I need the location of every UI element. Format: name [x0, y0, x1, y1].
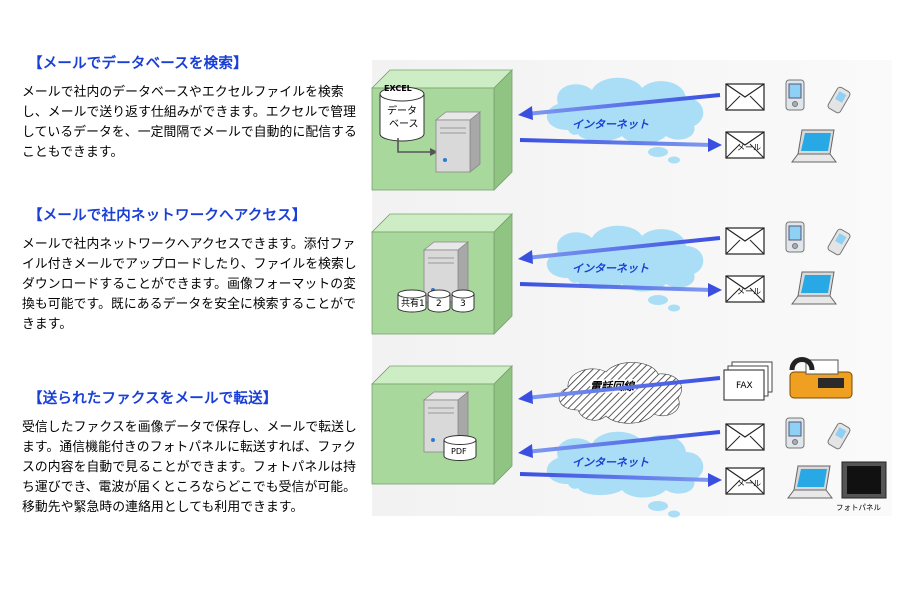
pda-icon — [785, 417, 805, 449]
outgoing-arrow — [519, 282, 713, 292]
arrowhead — [518, 444, 533, 458]
internet-label: インターネット — [572, 262, 649, 275]
excel-label: EXCEL — [384, 84, 412, 93]
disk-label: 3 — [460, 299, 466, 309]
arrowhead — [708, 138, 722, 152]
disk-label: 共有1 — [401, 297, 425, 309]
photo-panel-label: フォトパネル — [836, 503, 881, 512]
disk-label: 2 — [436, 299, 442, 309]
fax-document-icon: FAX — [723, 361, 773, 401]
mail-envelope-icon — [725, 227, 765, 255]
database-icon: EXCEL データ ベース — [379, 84, 425, 142]
phone-line-cloud — [558, 362, 682, 424]
connector-line — [397, 138, 430, 153]
pdf-label: PDF — [451, 447, 467, 456]
fax-label: FAX — [736, 381, 753, 391]
incoming-arrow — [525, 236, 721, 260]
arrowhead — [708, 473, 722, 487]
internet-label: インターネット — [572, 456, 649, 469]
mail-label: メール — [737, 287, 761, 296]
mail-envelope-icon — [725, 83, 765, 111]
internet-label: インターネット — [572, 118, 649, 131]
section-heading: 【メールでデータベースを検索】 — [28, 56, 248, 72]
section-body: メールで社内ネットワークへアクセスできます。添付ファイル付きメールでアップロード… — [22, 237, 357, 332]
incoming-arrow — [525, 430, 721, 454]
incoming-arrow — [525, 93, 721, 116]
outgoing-arrow — [519, 138, 713, 147]
section-database-search: 【メールでデータベースを検索】 メールで社内のデータベースやエクセルファイルを検… — [22, 52, 367, 163]
mail-label: メール — [737, 479, 761, 488]
arrowhead — [518, 250, 533, 264]
pda-icon — [785, 221, 805, 253]
section-body: メールで社内のデータベースやエクセルファイルを検索し、メールで送り返す仕組みがで… — [22, 85, 357, 160]
mail-label: メール — [737, 143, 761, 152]
outgoing-arrow — [519, 472, 713, 482]
section-body: 受信したファクスを画像データで保存し、メールで転送します。通信機能付きのフォトパ… — [22, 420, 357, 515]
section-heading: 【送られたファクスをメールで転送】 — [28, 391, 278, 407]
arrowhead — [708, 283, 722, 297]
pda-icon — [785, 79, 805, 111]
database-label: ベース — [389, 118, 419, 130]
section-network-access: 【メールで社内ネットワークへアクセス】 メールで社内ネットワークへアクセスできま… — [22, 204, 367, 335]
shared-disk-icons: 共有1 2 3 — [397, 289, 475, 313]
section-fax-forward: 【送られたファクスをメールで転送】 受信したファクスを画像データで保存し、メール… — [22, 387, 367, 518]
fax-machine-icon — [789, 357, 853, 399]
pdf-disk-icon: PDF — [443, 435, 477, 461]
arrowhead — [518, 390, 533, 404]
incoming-arrow — [525, 376, 721, 400]
mail-envelope-icon — [725, 423, 765, 451]
photo-panel-icon — [841, 461, 887, 499]
connector-arrowhead — [430, 148, 438, 156]
server-icon — [435, 111, 481, 173]
arrowhead — [518, 106, 533, 120]
database-label: データ — [387, 104, 417, 117]
section-heading: 【メールで社内ネットワークへアクセス】 — [28, 208, 307, 224]
